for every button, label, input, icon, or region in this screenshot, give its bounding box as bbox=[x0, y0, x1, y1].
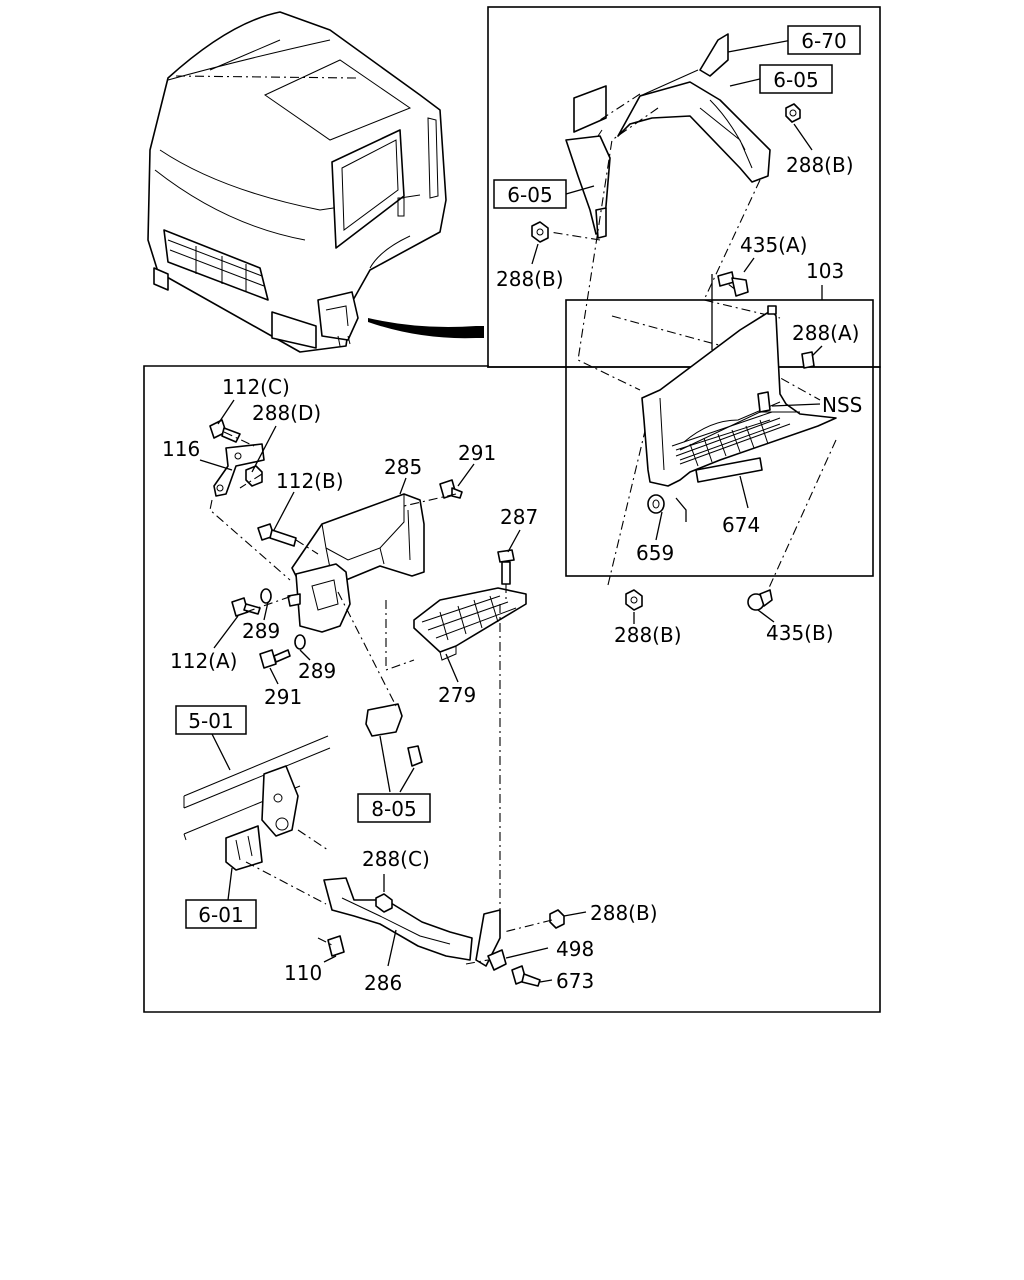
washer-659 bbox=[647, 494, 665, 514]
ref-6-01-text: 6-01 bbox=[198, 903, 243, 927]
screw-8-05 bbox=[407, 745, 423, 767]
side-step-assembly bbox=[641, 305, 837, 487]
label-435b: 435(B) bbox=[766, 621, 834, 645]
dashed-leaders-upper bbox=[549, 93, 837, 591]
label-291-bottom: 291 bbox=[264, 685, 302, 709]
label-103: 103 bbox=[806, 259, 844, 283]
ref-6-05-left-text: 6-05 bbox=[507, 183, 552, 207]
dashed-leaders-lower bbox=[209, 431, 553, 965]
step-assembly-inner-frame bbox=[565, 299, 874, 577]
ref-8-05-text: 8-05 bbox=[371, 797, 416, 821]
label-nss: NSS bbox=[822, 393, 862, 417]
mount-bracket-601 bbox=[225, 765, 299, 871]
step-housing bbox=[287, 563, 351, 633]
label-279: 279 bbox=[438, 683, 476, 707]
clip-435b bbox=[747, 589, 773, 611]
fastener-288a bbox=[801, 351, 815, 369]
step-tread-grid bbox=[671, 411, 791, 467]
bolt-112b bbox=[257, 523, 297, 547]
ref-6-05-top-text: 6-05 bbox=[773, 68, 818, 92]
step-arm-286 bbox=[323, 877, 501, 967]
fastener-288b-top bbox=[785, 103, 801, 123]
label-659: 659 bbox=[636, 541, 674, 565]
fastener-435a bbox=[717, 271, 749, 297]
label-leaders bbox=[199, 39, 823, 983]
label-288b-left: 288(B) bbox=[496, 267, 564, 291]
label-286: 286 bbox=[364, 971, 402, 995]
bolt-110 bbox=[327, 935, 345, 957]
label-289-b: 289 bbox=[298, 659, 336, 683]
washer-289-a bbox=[260, 588, 272, 604]
cover-plate bbox=[365, 703, 403, 737]
label-285: 285 bbox=[384, 455, 422, 479]
fastener-288b-mid bbox=[625, 589, 643, 611]
fastener-288b-left bbox=[531, 221, 549, 243]
label-112a: 112(A) bbox=[170, 649, 237, 673]
bracket-assembly bbox=[565, 33, 771, 239]
lower-frame bbox=[143, 365, 881, 1013]
label-289-a: 289 bbox=[242, 619, 280, 643]
bolt-291-bottom bbox=[259, 649, 291, 669]
nut-288c bbox=[375, 893, 393, 913]
label-287: 287 bbox=[500, 505, 538, 529]
label-112c: 112(C) bbox=[222, 375, 290, 399]
bolt-112c bbox=[209, 419, 241, 443]
label-498: 498 bbox=[556, 937, 594, 961]
label-288b-top: 288(B) bbox=[786, 153, 854, 177]
label-435a: 435(A) bbox=[740, 233, 807, 257]
label-288d: 288(D) bbox=[252, 401, 321, 425]
ref-box-6-05-top: 6-05 bbox=[759, 64, 833, 94]
truck-cab-illustration bbox=[147, 11, 484, 353]
label-673: 673 bbox=[556, 969, 594, 993]
ref-6-70-text: 6-70 bbox=[801, 29, 846, 53]
label-116: 116 bbox=[162, 437, 200, 461]
bracket-116 bbox=[213, 443, 265, 497]
label-288b-mid: 288(B) bbox=[614, 623, 682, 647]
label-288a: 288(A) bbox=[792, 321, 859, 345]
ref-5-01-text: 5-01 bbox=[188, 709, 233, 733]
chassis-frame-rail bbox=[183, 735, 331, 841]
ref-box-6-05-left: 6-05 bbox=[493, 179, 567, 209]
ref-box-6-01: 6-01 bbox=[185, 899, 257, 929]
ref-box-8-05: 8-05 bbox=[357, 793, 431, 823]
label-291-top: 291 bbox=[458, 441, 496, 465]
ref-box-5-01: 5-01 bbox=[175, 705, 247, 735]
nut-288b-bottom bbox=[549, 909, 565, 929]
label-112b: 112(B) bbox=[276, 469, 344, 493]
step-tread-279 bbox=[413, 587, 527, 661]
washer-289-b bbox=[294, 634, 306, 650]
label-288c: 288(C) bbox=[362, 847, 430, 871]
label-110: 110 bbox=[284, 961, 322, 985]
bolt-287 bbox=[497, 549, 515, 585]
ref-box-6-70: 6-70 bbox=[787, 25, 861, 55]
bolt-112a bbox=[231, 597, 261, 617]
label-674: 674 bbox=[722, 513, 760, 537]
fastener-nss bbox=[757, 391, 771, 413]
label-288b-bottom: 288(B) bbox=[590, 901, 658, 925]
bolt-673 bbox=[511, 965, 541, 987]
clip-498 bbox=[487, 949, 507, 971]
